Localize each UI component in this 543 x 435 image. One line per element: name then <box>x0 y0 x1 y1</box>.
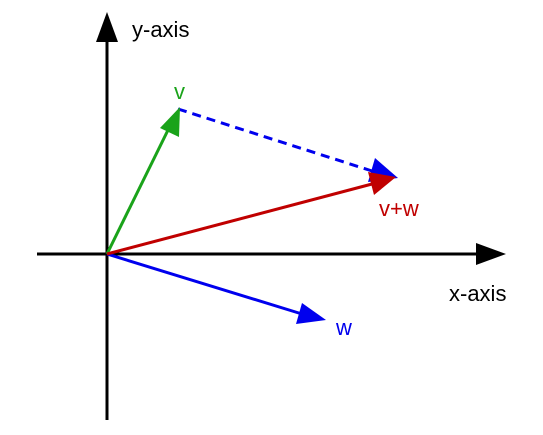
vector-v-label: v <box>174 79 185 104</box>
vector-sum-arrowhead <box>368 172 396 195</box>
x-axis-label: x-axis <box>449 281 506 306</box>
y-axis-label: y-axis <box>132 17 189 42</box>
translated-w-dashed-line <box>177 107 373 173</box>
vector-w-arrowhead <box>296 303 326 324</box>
y-axis-arrowhead <box>96 12 118 42</box>
vector-sum-line <box>106 182 373 256</box>
vector-v-line <box>105 125 172 255</box>
vector-v-arrowhead <box>160 107 180 137</box>
vector-sum-label: v+w <box>379 196 419 221</box>
vector-w-line <box>106 252 303 316</box>
vector-w-label: w <box>335 315 352 340</box>
x-axis-arrowhead <box>476 243 506 265</box>
